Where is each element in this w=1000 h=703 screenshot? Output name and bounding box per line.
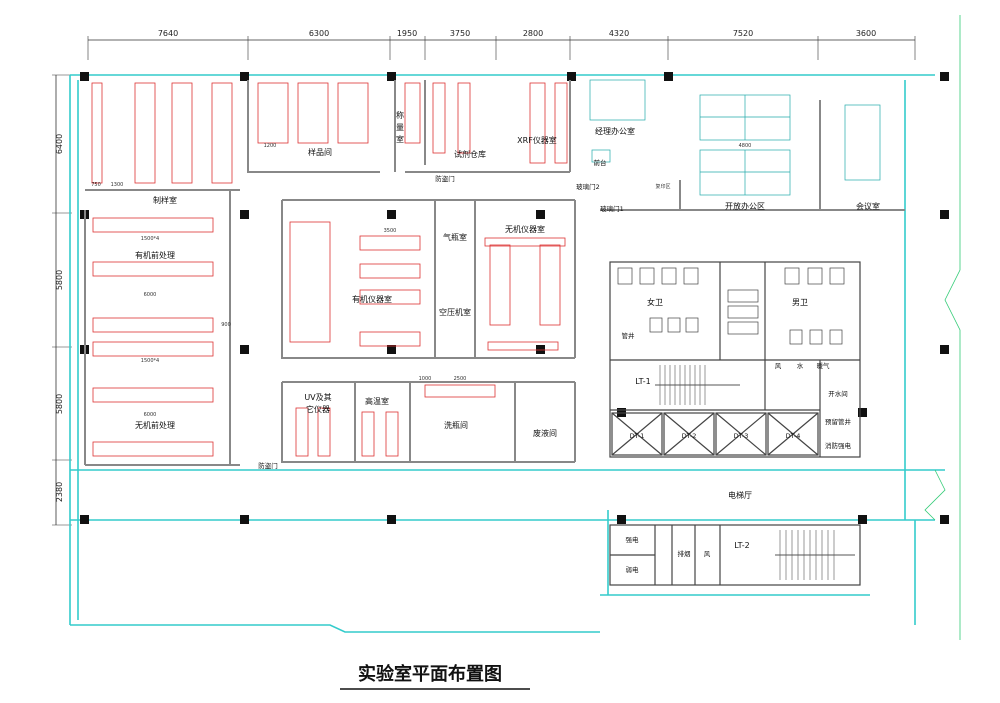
label-xijian: 洗瓶间 xyxy=(444,420,468,430)
room-labels: 制样室 有机前处理 无机前处理 样品间 称 量 室 试剂仓库 XRF仪器室 经理… xyxy=(135,110,880,574)
label-nvwei: 女卫 xyxy=(647,297,663,307)
stair-lt1 xyxy=(655,365,740,405)
ann-2500: 2500 xyxy=(454,376,467,382)
label-kaifang: 开放办公区 xyxy=(725,201,765,211)
dim-left-1: 6400 xyxy=(55,134,64,154)
office-workstations xyxy=(589,79,881,196)
ann-6000-b: 6000 xyxy=(144,412,157,418)
outer-walls xyxy=(69,74,945,633)
ann-750: 750 xyxy=(91,182,101,188)
label-feiye: 废液间 xyxy=(533,428,557,438)
ann-4800: 4800 xyxy=(739,143,752,149)
dim-top-8: 3600 xyxy=(856,29,876,38)
label-diantiting: 电梯厅 xyxy=(728,490,752,500)
dim-top-1: 7640 xyxy=(158,29,178,38)
drawing-title: 实验室平面布置图 xyxy=(358,663,502,685)
label-yangpin: 样品间 xyxy=(308,147,332,157)
ann-6000-a: 6000 xyxy=(144,292,157,298)
dim-top-4: 3750 xyxy=(450,29,470,38)
toilet-stalls xyxy=(617,267,845,345)
label-boli1: 玻璃门1 xyxy=(600,204,624,213)
dim-left-2: 5800 xyxy=(55,270,64,290)
label-kaishuijian: 开水间 xyxy=(828,389,848,398)
label-dt2: DT-2 xyxy=(682,432,697,440)
left-dimension-line: 6400 5800 5800 2380 xyxy=(52,74,72,526)
label-wuji-qian: 无机前处理 xyxy=(135,420,175,430)
label-huiyi: 会议室 xyxy=(856,201,880,211)
stair-lt2 xyxy=(775,530,855,580)
label-dt4: DT-4 xyxy=(786,432,801,440)
label-gaowen: 高温室 xyxy=(365,396,389,406)
label-uv-1: UV及其 xyxy=(304,393,331,402)
label-jingli: 经理办公室 xyxy=(595,126,635,136)
ann-1500x4-b: 1500*4 xyxy=(141,358,159,364)
top-dimension-line: 7640 6300 1950 3750 2800 4320 7520 3600 xyxy=(87,29,916,60)
label-lt1: LT-1 xyxy=(635,377,650,386)
label-guanjing: 管井 xyxy=(622,331,636,340)
label-nuanqi: 暖气 xyxy=(817,361,831,370)
dim-left-3: 5800 xyxy=(55,394,64,414)
dim-top-6: 4320 xyxy=(609,29,629,38)
label-qiangdian: 强电 xyxy=(626,535,640,544)
label-qiantai: 前台 xyxy=(594,158,607,167)
label-chengliang-3: 室 xyxy=(396,134,404,144)
label-nanwei: 男卫 xyxy=(792,298,808,307)
label-boli2: 玻璃门2 xyxy=(576,182,600,191)
label-feng2: 风 xyxy=(704,550,711,558)
label-chengliang-2: 量 xyxy=(396,123,404,132)
label-yuliu: 预留管井 xyxy=(825,417,852,426)
label-qiping: 气瓶室 xyxy=(443,232,467,242)
lab-benches xyxy=(91,82,568,457)
label-xiaofang: 消防强电 xyxy=(825,441,852,450)
label-uv-2: 它仪器 xyxy=(306,404,330,414)
ann-3500: 3500 xyxy=(384,228,397,234)
label-chengliang-1: 称 xyxy=(396,110,404,120)
label-wuji-yiqi: 无机仪器室 xyxy=(505,224,545,234)
label-feng: 风 xyxy=(775,362,782,370)
ann-900: 900 xyxy=(221,322,231,328)
label-lt2: LT-2 xyxy=(734,541,749,550)
label-zhiyang: 制样室 xyxy=(153,195,177,205)
dim-left-4: 2380 xyxy=(55,482,64,502)
label-youji-qian: 有机前处理 xyxy=(135,250,175,260)
dim-top-7: 7520 xyxy=(733,29,753,38)
label-fangdaomen-2: 防盗门 xyxy=(258,461,278,470)
dim-top-5: 2800 xyxy=(523,29,543,38)
dim-top-3: 1950 xyxy=(397,29,417,38)
ann-1200: 1200 xyxy=(264,143,277,149)
label-fangdaomen: 防盗门 xyxy=(435,174,455,183)
label-shiji: 试剂仓库 xyxy=(454,149,486,159)
label-dt3: DT-3 xyxy=(734,432,749,440)
small-annotations: 1500*4 6000 1500*4 6000 3500 2500 1000 1… xyxy=(91,143,751,418)
ann-1000: 1000 xyxy=(419,376,432,382)
label-xrf: XRF仪器室 xyxy=(517,135,557,145)
label-jiaoyin: 复印区 xyxy=(655,183,670,190)
label-kongya: 空压机室 xyxy=(439,307,471,317)
label-shui: 水 xyxy=(797,361,804,370)
dim-top-2: 6300 xyxy=(309,29,329,38)
label-ruodian: 弱电 xyxy=(626,565,640,574)
interior-walls xyxy=(84,80,905,466)
ann-1500x4-a: 1500*4 xyxy=(141,236,159,242)
label-paiyan: 排烟 xyxy=(678,549,692,558)
core-walls xyxy=(609,261,861,586)
ann-1300: 1300 xyxy=(111,182,124,188)
right-edge-line xyxy=(924,15,961,640)
label-youji-yiqi: 有机仪器室 xyxy=(352,294,392,304)
label-dt1: DT-1 xyxy=(630,432,645,440)
